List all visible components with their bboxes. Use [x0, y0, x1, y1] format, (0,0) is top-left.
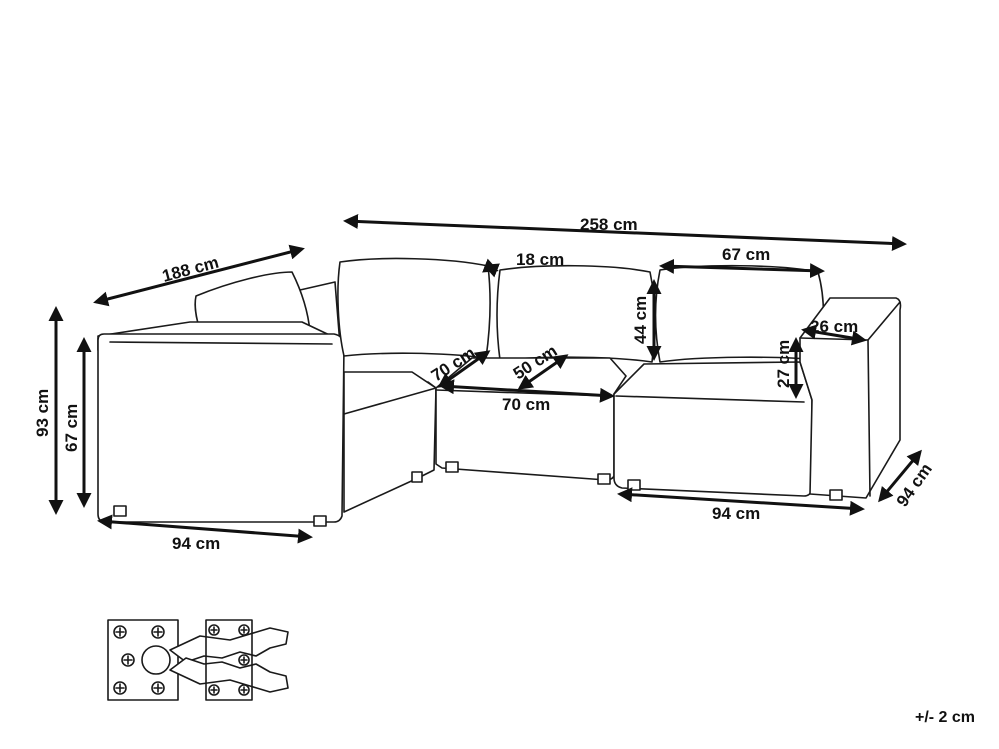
connector-hook-upper: [169, 627, 289, 663]
arrow-front-width-right: [617, 487, 865, 516]
arrow-side-length: [93, 244, 305, 307]
arrow-depth-right: [878, 449, 922, 503]
arrow-seat-inner-depth: [517, 354, 569, 390]
dimension-arrows: [48, 214, 922, 544]
arrow-cushion-thickness: [482, 258, 500, 278]
label-armrest-above-seat: 27 cm: [774, 340, 793, 388]
screw-icon: [208, 624, 250, 696]
arrow-armrest-width: [801, 324, 867, 346]
label-seat-width: 70 cm: [502, 395, 550, 414]
connector-clip-illustration: [107, 619, 289, 701]
arrow-front-width-left: [97, 514, 313, 544]
label-cushion-thickness: 18 cm: [516, 250, 564, 269]
arrow-total-width: [343, 214, 907, 251]
label-cushion-width: 67 cm: [722, 245, 770, 264]
label-armrest-width: 26 cm: [810, 317, 858, 336]
label-armrest-height: 67 cm: [62, 404, 81, 452]
arrow-cushion-width: [659, 258, 825, 279]
label-cushion-height: 44 cm: [631, 296, 650, 344]
label-total-height: 93 cm: [33, 389, 52, 437]
label-front-width-left: 94 cm: [172, 534, 220, 553]
label-side-length: 188 cm: [160, 253, 221, 286]
screw-icon: [113, 625, 165, 695]
connector-knob: [141, 645, 171, 675]
label-depth-right: 94 cm: [893, 460, 936, 510]
connector-plate-right: [205, 619, 253, 701]
label-front-width-right: 94 cm: [712, 504, 760, 523]
label-total-width: 258 cm: [580, 215, 638, 234]
tolerance-note: +/- 2 cm: [914, 709, 975, 726]
arrow-seat-width: [439, 379, 615, 403]
sofa-illustration: [97, 257, 902, 527]
connector-hook-lower: [169, 657, 289, 693]
